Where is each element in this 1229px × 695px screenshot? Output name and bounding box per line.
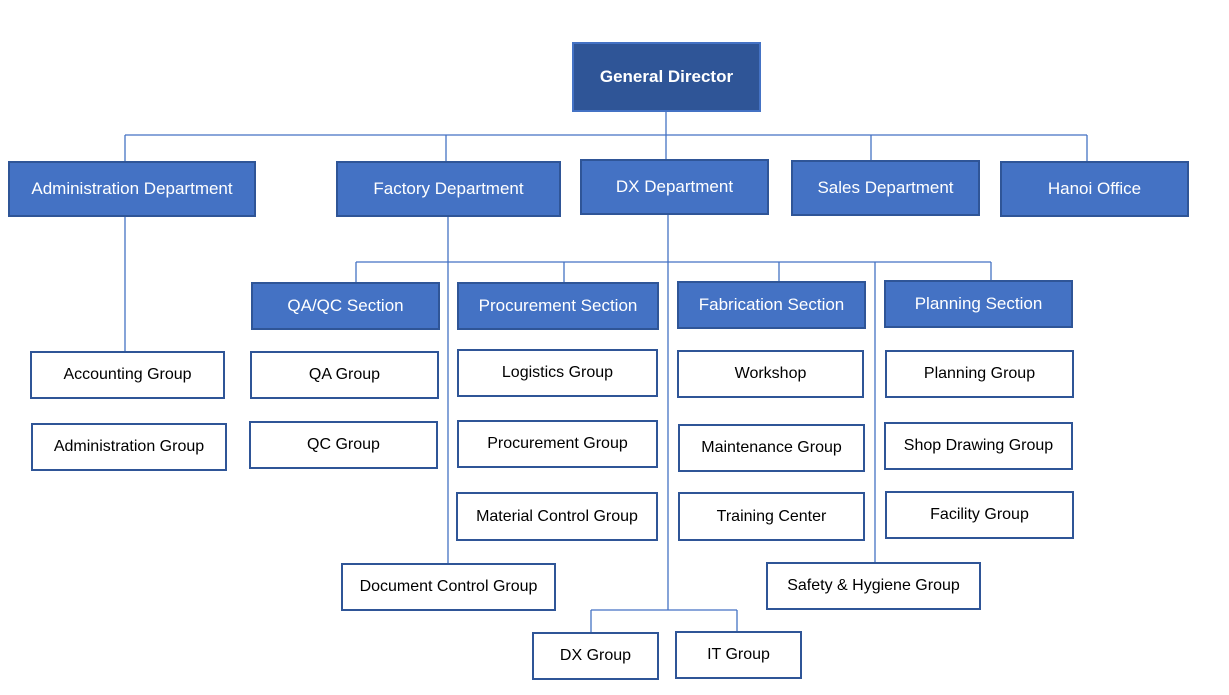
general-director-box: General Director (572, 42, 761, 112)
administration-department-box: Administration Department (8, 161, 256, 217)
sales-department-box: Sales Department (791, 160, 980, 216)
planning-section-box: Planning Section (884, 280, 1073, 328)
workshop-box: Workshop (677, 350, 864, 398)
logistics-group-box: Logistics Group (457, 349, 658, 397)
shop-drawing-group-box: Shop Drawing Group (884, 422, 1073, 470)
training-center-box: Training Center (678, 492, 865, 541)
factory-department-box: Factory Department (336, 161, 561, 217)
procurement-group-box: Procurement Group (457, 420, 658, 468)
hanoi-office-box: Hanoi Office (1000, 161, 1189, 217)
dx-department-box: DX Department (580, 159, 769, 215)
procurement-section-box: Procurement Section (457, 282, 659, 330)
dx-group-box: DX Group (532, 632, 659, 680)
it-group-box: IT Group (675, 631, 802, 679)
safety-hygiene-group-box: Safety & Hygiene Group (766, 562, 981, 610)
maintenance-group-box: Maintenance Group (678, 424, 865, 472)
qc-group-box: QC Group (249, 421, 438, 469)
qa-group-box: QA Group (250, 351, 439, 399)
administration-group-box: Administration Group (31, 423, 227, 471)
planning-group-box: Planning Group (885, 350, 1074, 398)
facility-group-box: Facility Group (885, 491, 1074, 539)
fabrication-section-box: Fabrication Section (677, 281, 866, 329)
accounting-group-box: Accounting Group (30, 351, 225, 399)
material-control-group-box: Material Control Group (456, 492, 658, 541)
qaqc-section-box: QA/QC Section (251, 282, 440, 330)
document-control-group-box: Document Control Group (341, 563, 556, 611)
